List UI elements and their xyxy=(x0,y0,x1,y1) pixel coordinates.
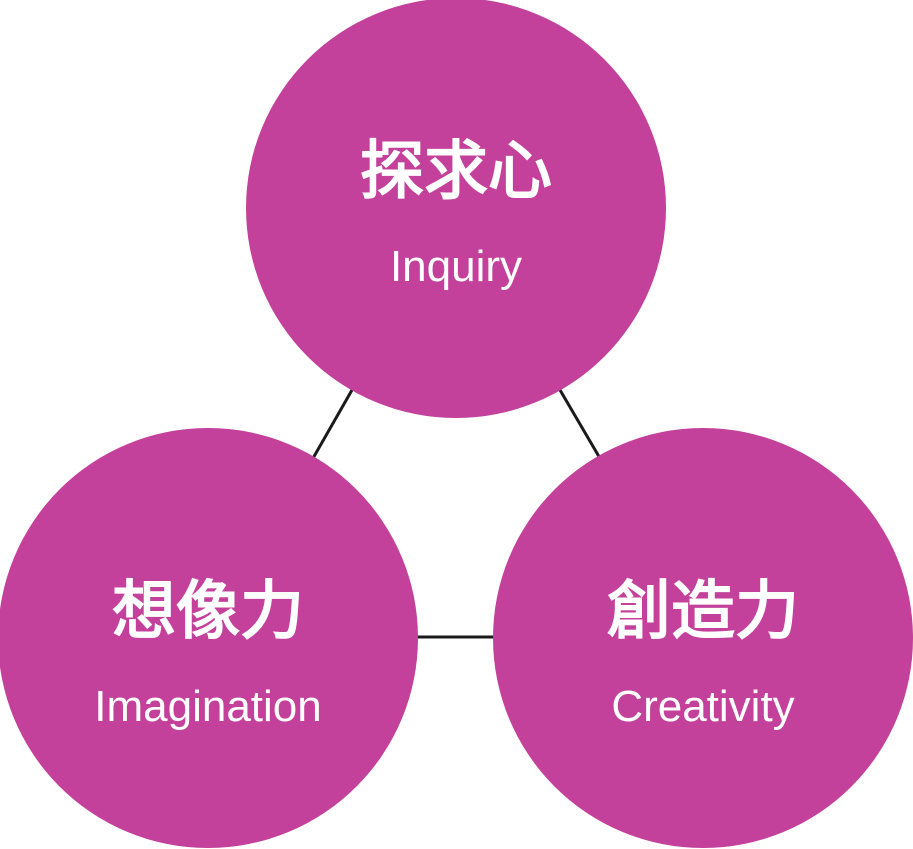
node-inquiry-label-jp: 探求心 xyxy=(360,135,552,209)
node-imagination: 想像力 Imagination xyxy=(0,428,418,848)
connector-inquiry-creativity xyxy=(558,389,603,461)
node-creativity-circle xyxy=(493,428,913,848)
node-inquiry-circle xyxy=(246,0,666,418)
node-creativity-label-en: Creativity xyxy=(611,682,794,731)
connector-inquiry-imagination xyxy=(310,389,354,461)
node-inquiry: 探求心 Inquiry xyxy=(246,0,666,418)
node-imagination-circle xyxy=(0,428,418,848)
node-imagination-label-jp: 想像力 xyxy=(112,575,304,649)
node-imagination-label-en: Imagination xyxy=(94,682,321,731)
node-creativity: 創造力 Creativity xyxy=(493,428,913,848)
node-inquiry-label-en: Inquiry xyxy=(390,242,522,291)
node-creativity-label-jp: 創造力 xyxy=(607,575,799,649)
